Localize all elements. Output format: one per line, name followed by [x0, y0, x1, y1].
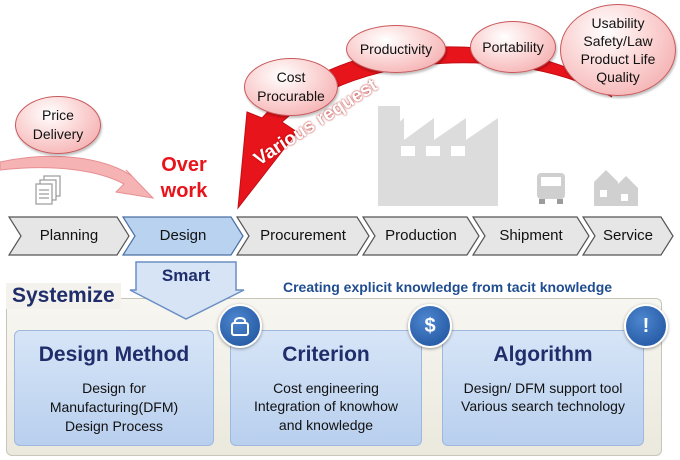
criterion-box: Criterion Cost engineering Integration o… — [230, 330, 422, 446]
algorithm-box: Algorithm Design/ DFM support tool Vario… — [442, 330, 644, 446]
algorithm-line: Design/ DFM support tool — [463, 380, 623, 396]
shopping-bag-icon — [218, 304, 262, 348]
design-method-box: Design Method Design for Manufacturing(D… — [14, 330, 214, 446]
over-work-label: Over work — [160, 154, 208, 202]
bubble-portability: Portability — [470, 21, 556, 73]
bubble-productivity: Productivity — [346, 25, 446, 73]
design-method-title: Design Method — [38, 343, 190, 366]
bus-icon — [537, 173, 565, 204]
houses-icon — [594, 170, 638, 206]
process-step-service: Service — [582, 216, 674, 256]
systemize-title: Systemize — [6, 283, 121, 309]
documents-icon — [35, 175, 61, 205]
algorithm-title: Algorithm — [493, 343, 593, 366]
process-step-procurement: Procurement — [236, 216, 370, 256]
algorithm-line: Various search technology — [461, 398, 625, 414]
exclamation-icon: ! — [624, 304, 668, 348]
smart-label: Smart — [161, 266, 211, 285]
criterion-line: Cost engineering — [273, 380, 379, 396]
criterion-line: Integration of knowhow — [254, 398, 398, 414]
factory-icon — [378, 106, 498, 206]
request-arrow-small — [0, 155, 155, 199]
process-step-design: Design — [122, 216, 244, 256]
criterion-title: Criterion — [282, 343, 370, 366]
design-method-line: Design Process — [64, 418, 164, 434]
process-step-production: Production — [362, 216, 480, 256]
design-method-line: Manufacturing(DFM) — [49, 399, 179, 415]
process-step-shipment: Shipment — [472, 216, 590, 256]
smart-arrow — [129, 261, 245, 320]
criterion-line: and knowledge — [278, 417, 374, 433]
creating-knowledge-label: Creating explicit knowledge from tacit k… — [283, 279, 613, 295]
process-step-planning: Planning — [8, 216, 130, 256]
dollar-icon: $ — [408, 304, 452, 348]
bubble-quality-group: Usability Safety/Law Product Life Qualit… — [560, 4, 676, 96]
design-method-line: Design for — [82, 380, 146, 396]
